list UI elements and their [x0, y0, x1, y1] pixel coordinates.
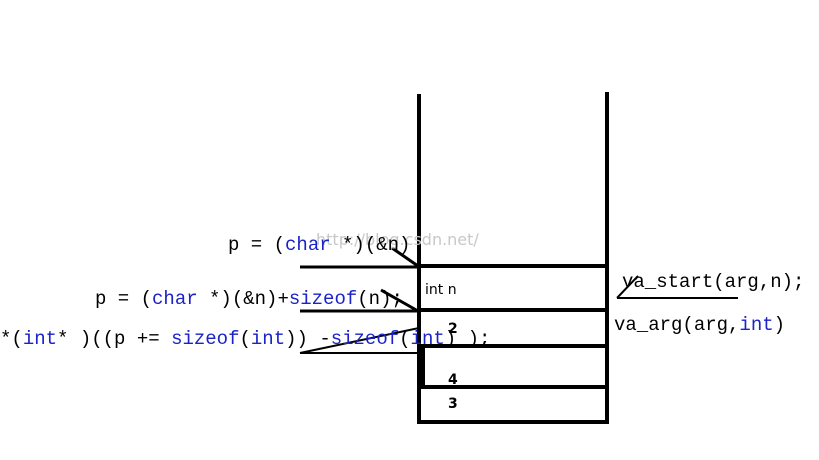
- code-line-char-ptr-sizeof: p = (char *)(&n)+sizeof(n);: [95, 288, 403, 310]
- watermark: http://blog.csdn.net/: [316, 230, 479, 249]
- cell-value-3: 3: [448, 396, 458, 412]
- code-line-va-arg: va_arg(arg,int): [614, 314, 786, 336]
- code-line-char-ptr: p = (char *)(&n): [228, 234, 411, 256]
- pointer-arrow-2: [380, 288, 419, 313]
- pointer-arrow-3: [299, 327, 420, 354]
- cell-value-4: 4: [448, 372, 458, 388]
- right-arrow-head: [616, 275, 639, 299]
- pointer-arrow-1: [391, 246, 419, 268]
- cell-label-int-n: int n: [425, 282, 457, 298]
- code-line-int-deref: *(int* )((p += sizeof(int)) -sizeof(int)…: [0, 328, 491, 350]
- code-line-va-start: va_start(arg,n);: [622, 271, 805, 293]
- cell-value-2: 2: [448, 321, 458, 337]
